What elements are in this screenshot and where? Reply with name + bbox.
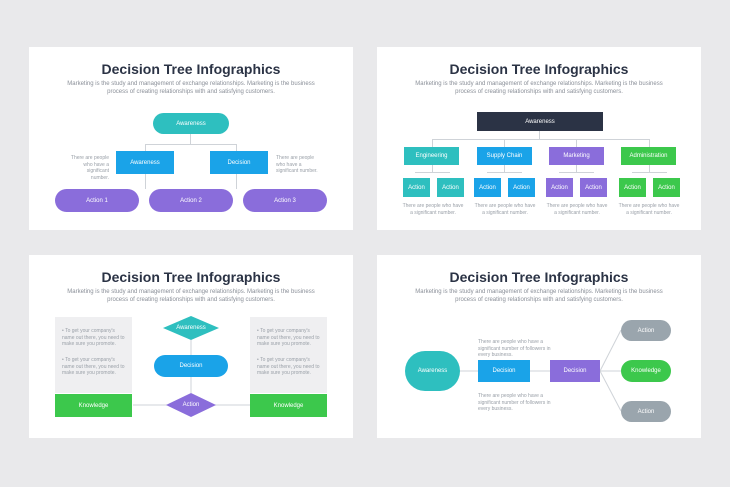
knowledge-node: Knowledge	[621, 360, 671, 382]
supply-chain-action-1: Action	[474, 178, 501, 197]
slide-decision-tree-4: Decision Tree Infographics Marketing is …	[377, 255, 701, 438]
slide-subtitle: Marketing is the study and management of…	[67, 81, 315, 95]
decision-1-node: Decision	[478, 360, 530, 382]
slide-subtitle: Marketing is the study and management of…	[415, 289, 663, 303]
connector	[145, 174, 146, 189]
connector	[415, 172, 450, 173]
supply-chain-node: Supply Chain	[477, 147, 532, 165]
action-3-node: Action 3	[243, 189, 327, 212]
administration-node: Administration	[621, 147, 676, 165]
connector	[632, 172, 667, 173]
administration-note: There are people who have a significant …	[618, 203, 680, 216]
awareness-node: Awareness	[405, 351, 460, 391]
left-bullet-2: • To get your company's name out there, …	[62, 357, 125, 376]
engineering-node: Engineering	[404, 147, 459, 165]
supply-chain-note: There are people who have a significant …	[474, 203, 536, 216]
action-label: Action	[182, 402, 200, 408]
decision-2-node: Decision	[550, 360, 600, 382]
connector	[576, 165, 577, 172]
supply-chain-action-2: Action	[508, 178, 535, 197]
slide-title: Decision Tree Infographics	[101, 61, 281, 77]
action-1-node: Action 1	[55, 189, 139, 212]
connector	[432, 139, 650, 140]
slide-title: Decision Tree Infographics	[449, 269, 629, 285]
right-info-panel	[250, 317, 327, 393]
action-2-node: Action 2	[149, 189, 233, 212]
connector	[236, 174, 237, 189]
connector	[236, 144, 237, 151]
connector	[539, 131, 540, 139]
top-note: There are people who have a significant …	[478, 339, 551, 358]
marketing-note: There are people who have a significant …	[546, 203, 608, 216]
connector	[649, 139, 650, 147]
decision-node: Decision	[210, 151, 268, 174]
connector	[432, 139, 433, 147]
knowledge-right-node: Knowledge	[250, 394, 327, 417]
knowledge-left-node: Knowledge	[55, 394, 132, 417]
left-note: There are people who have a significant …	[70, 155, 109, 181]
connector	[599, 329, 622, 372]
connector	[649, 165, 650, 172]
right-bullet-1: • To get your company's name out there, …	[257, 328, 320, 347]
connector	[432, 165, 433, 172]
marketing-action-2: Action	[580, 178, 607, 197]
connector	[190, 134, 191, 144]
right-note: There are people who have a significant …	[276, 155, 318, 174]
awareness-label: Awareness	[176, 325, 206, 331]
action-top-node: Action	[621, 320, 671, 341]
awareness-diamond	[163, 316, 219, 340]
administration-action-2: Action	[653, 178, 680, 197]
administration-action-1: Action	[619, 178, 646, 197]
connector	[487, 172, 522, 173]
slide-decision-tree-1: Decision Tree Infographics Marketing is …	[29, 47, 353, 230]
slide-decision-tree-3: Decision Tree Infographics Marketing is …	[29, 255, 353, 438]
marketing-action-1: Action	[546, 178, 573, 197]
right-bullet-2: • To get your company's name out there, …	[257, 357, 320, 376]
action-bottom-node: Action	[621, 401, 671, 422]
awareness-root-node: Awareness	[477, 112, 603, 131]
slide-decision-tree-2: Decision Tree Infographics Marketing is …	[377, 47, 701, 230]
slide-title: Decision Tree Infographics	[449, 61, 629, 77]
connector	[504, 165, 505, 172]
connector	[599, 370, 622, 412]
engineering-action-2: Action	[437, 178, 464, 197]
awareness-root-node: Awareness	[153, 113, 229, 134]
left-info-panel	[55, 317, 132, 393]
slide-subtitle: Marketing is the study and management of…	[415, 81, 663, 95]
connector	[145, 144, 146, 151]
engineering-action-1: Action	[403, 178, 430, 197]
connector	[576, 139, 577, 147]
slide-subtitle: Marketing is the study and management of…	[67, 289, 315, 303]
connector	[504, 139, 505, 147]
action-diamond	[166, 393, 216, 417]
bottom-note: There are people who have a significant …	[478, 393, 551, 412]
slide-title: Decision Tree Infographics	[101, 269, 281, 285]
left-bullet-1: • To get your company's name out there, …	[62, 328, 125, 347]
connector	[559, 172, 594, 173]
connector	[145, 144, 236, 145]
flow-diagram	[133, 316, 250, 417]
marketing-node: Marketing	[549, 147, 604, 165]
awareness-node: Awareness	[116, 151, 174, 174]
decision-node: Decision	[154, 355, 228, 377]
engineering-note: There are people who have a significant …	[402, 203, 464, 216]
